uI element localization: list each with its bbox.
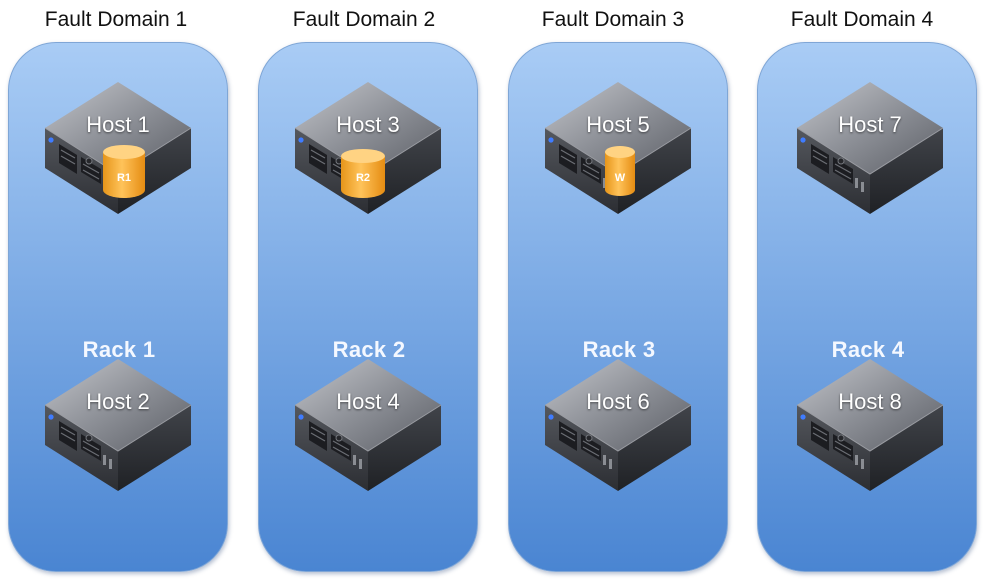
fault-domain-3-title: Fault Domain 3 (541, 8, 685, 31)
server-icon (544, 359, 692, 491)
disk-label-w: W (614, 172, 626, 184)
disk-label-r1: R1 (116, 172, 132, 184)
server-icon (294, 359, 442, 491)
host-5-label: Host 5 (586, 112, 650, 137)
host-3: Host 3 R2 (293, 78, 443, 218)
server-icon (796, 359, 944, 491)
host-1: Host 1 R1 (43, 78, 193, 218)
host-8-label: Host 8 (838, 389, 902, 414)
fault-domain-1-title: Fault Domain 1 (44, 8, 188, 31)
host-3-label: Host 3 (336, 112, 400, 137)
rack-2-label: Rack 2 (332, 337, 406, 362)
server-icon (44, 359, 192, 491)
host-1-label: Host 1 (86, 112, 150, 137)
host-2: Host 2 (43, 355, 193, 495)
database-r2-icon: R2 (339, 148, 387, 200)
host-5: Host 5 W (543, 78, 693, 218)
database-r1-icon: R1 (101, 144, 147, 200)
host-4: Host 4 (293, 355, 443, 495)
host-7: Host 7 (795, 78, 945, 218)
host-6: Host 6 (543, 355, 693, 495)
server-icon (544, 82, 692, 214)
host-4-label: Host 4 (336, 389, 400, 414)
disk-label-r2: R2 (355, 172, 371, 184)
rack-3-label: Rack 3 (582, 337, 656, 362)
rack-4-label: Rack 4 (831, 337, 905, 362)
host-7-label: Host 7 (838, 112, 902, 137)
server-icon (796, 82, 944, 214)
host-6-label: Host 6 (586, 389, 650, 414)
rack-1-label: Rack 1 (82, 337, 156, 362)
host-8: Host 8 (795, 355, 945, 495)
database-w-icon: W (603, 145, 637, 199)
fault-domain-4-title: Fault Domain 4 (790, 8, 934, 31)
fault-domain-2-title: Fault Domain 2 (292, 8, 436, 31)
host-2-label: Host 2 (86, 389, 150, 414)
